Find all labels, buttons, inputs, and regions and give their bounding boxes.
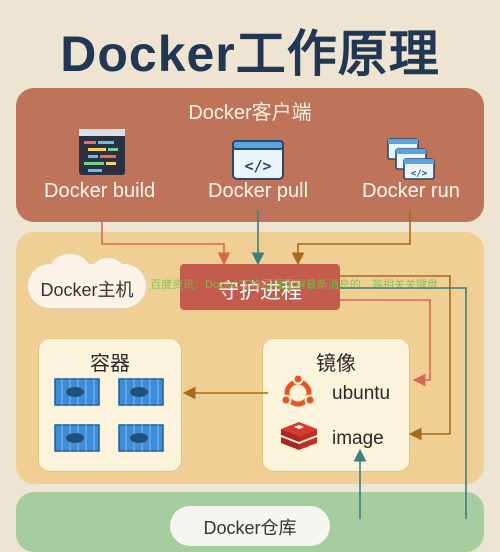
daemon-box: 守护进程 [180, 264, 340, 310]
redis-icon [281, 422, 317, 450]
code-editor-icon [79, 129, 125, 175]
svg-text:</>: </> [411, 169, 428, 179]
flow-arrows [101, 210, 467, 519]
ubuntu-icon [280, 375, 316, 407]
docker-container-icon [118, 378, 164, 406]
stacked-windows-icon: </> [387, 138, 435, 180]
docker-container-icon [54, 424, 100, 452]
ubuntu-label: ubuntu [332, 383, 391, 404]
containers-title: 容器 [90, 353, 130, 375]
code-window-icon: </> [232, 140, 284, 180]
images-title: 镜像 [316, 353, 356, 375]
docker-run-label: Docker run [362, 180, 460, 202]
docker-pull-label: Docker pull [208, 180, 309, 202]
docker-container-icon [54, 378, 100, 406]
svg-text:</>: </> [244, 157, 271, 175]
daemon-label: 守护进程 [218, 280, 302, 303]
page-title: Docker工作原理 [60, 26, 440, 82]
image-label: image [332, 428, 384, 449]
docker-container-icon [118, 424, 164, 452]
client-title: Docker客户端 [188, 102, 312, 124]
docker-build-label: Docker build [44, 180, 156, 202]
docker-host-cloud: Docker主机 [28, 254, 146, 308]
docker-host-label: Docker主机 [40, 280, 134, 300]
